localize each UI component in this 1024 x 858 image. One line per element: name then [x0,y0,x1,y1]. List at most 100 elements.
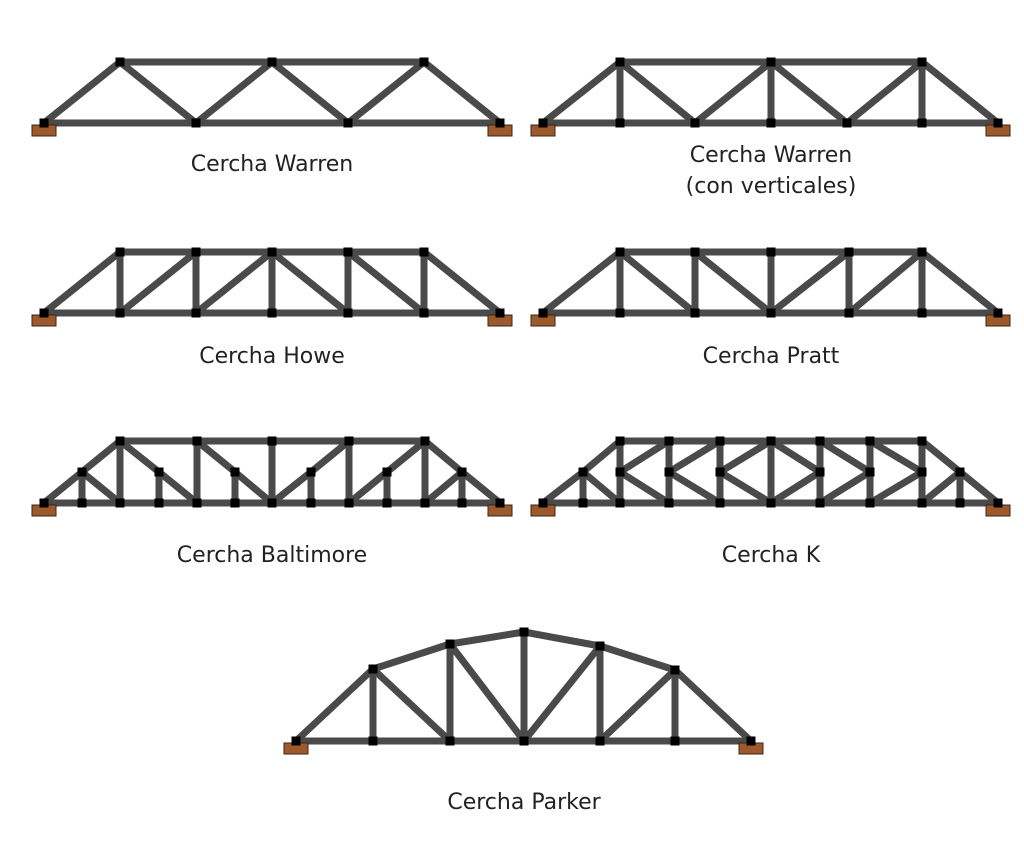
truss-node [917,498,927,508]
truss-member [308,438,352,475]
truss-member [617,59,698,126]
truss-node [495,118,505,128]
truss-member [41,469,85,506]
truss-member [540,249,623,316]
truss-label: Cercha Warren [191,152,354,177]
truss-member [769,438,822,475]
parker-truss: Cercha Parker [283,627,764,815]
truss-node [267,436,277,446]
truss-member [540,59,623,126]
truss-node [766,118,776,128]
truss-member [540,469,586,506]
truss-node [77,467,87,477]
truss-member [769,469,822,506]
truss-node [670,736,680,746]
truss-node [615,498,625,508]
truss-member [447,641,527,744]
truss-node [154,498,164,508]
truss-node [306,498,316,508]
truss-member [618,469,671,506]
truss-member [846,249,925,316]
truss-node [615,118,625,128]
truss-node [844,247,854,257]
truss-node [993,308,1003,318]
truss-node [457,467,467,477]
truss-node [419,57,429,67]
truss-node [115,498,125,508]
truss-node [538,118,548,128]
truss-label: Cercha Howe [199,344,345,369]
truss-node [595,736,605,746]
truss-member [422,469,465,506]
truss-member [421,249,503,316]
truss-node [115,247,125,257]
pratt-truss: Cercha Pratt [530,247,1011,369]
truss-member [617,249,698,316]
truss-node [578,467,588,477]
truss-node [230,498,240,508]
truss-node [842,118,852,128]
truss-node [664,467,674,477]
truss-node [39,498,49,508]
howe-truss: Cercha Howe [31,247,513,369]
truss-node [192,436,202,446]
truss-node [192,498,202,508]
truss-member [117,438,162,475]
truss-node [746,736,756,746]
truss-node [690,308,700,318]
truss-member [768,59,850,126]
truss-node [615,247,625,257]
truss-member [667,469,722,506]
truss-member [194,438,238,475]
truss-node [538,308,548,318]
truss-node [766,247,776,257]
truss-node [664,436,674,446]
truss-node [115,57,125,67]
truss-member [818,438,872,475]
truss-node [420,498,430,508]
truss-node [766,308,776,318]
truss-node [267,247,277,257]
truss-node [664,498,674,508]
truss-node [191,308,201,318]
truss-node [343,308,353,318]
truss-node [766,498,776,508]
truss-node [578,498,588,508]
truss-node [419,308,429,318]
truss-member [667,438,722,475]
truss-member [868,437,924,476]
truss-node [766,57,776,67]
truss-member [421,59,503,126]
truss-node [917,57,927,67]
truss-node [420,436,430,446]
truss-node [955,498,965,508]
truss-member [957,469,1001,506]
truss-node [419,247,429,257]
truss-node [445,736,455,746]
truss-member [718,469,773,506]
truss-label: Cercha Warren [690,143,853,168]
truss-member [193,59,275,126]
truss-node [715,498,725,508]
truss-member [384,438,428,475]
truss-member [598,642,677,674]
truss-node [917,247,927,257]
truss-node [538,498,548,508]
truss-node [993,498,1003,508]
truss-member [580,438,623,475]
truss-node [519,736,529,746]
truss-member [41,59,123,126]
truss-member [370,666,453,744]
truss-node [917,118,927,128]
truss-node [39,118,49,128]
truss-member [193,249,275,316]
truss-node [115,308,125,318]
truss-node [291,736,301,746]
truss-node [267,57,277,67]
truss-member [156,469,200,506]
truss-member [523,628,601,650]
truss-member [597,667,678,744]
truss-node [844,308,854,318]
truss-node [917,467,927,477]
